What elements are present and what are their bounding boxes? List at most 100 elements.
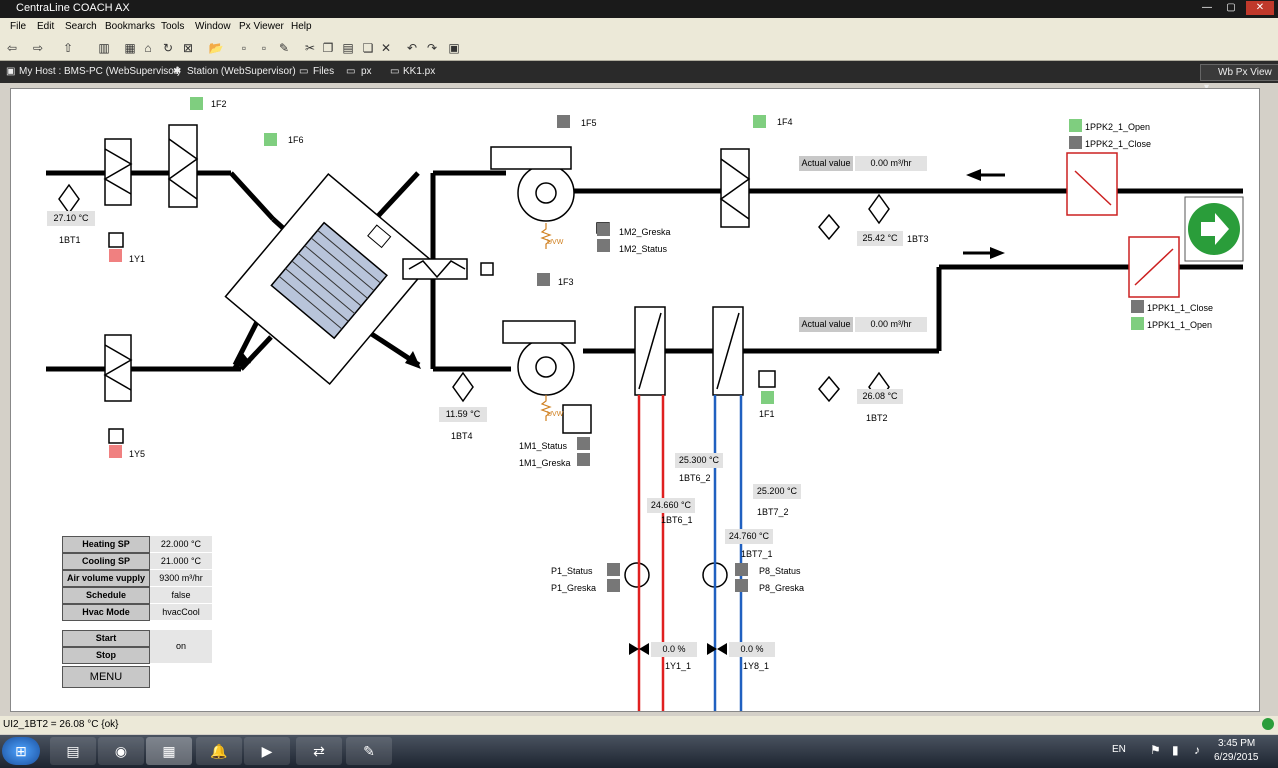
edit-icon[interactable]: ✎ xyxy=(278,41,290,55)
value-1bt2[interactable]: 26.08 °C xyxy=(857,389,903,404)
refresh-icon[interactable]: ↻ xyxy=(162,41,174,55)
value-1bt1[interactable]: 27.10 °C xyxy=(47,211,95,226)
value-valve-1y1[interactable]: 0.0 % xyxy=(651,642,697,657)
flag-icon[interactable]: ⚑ xyxy=(1150,743,1161,757)
nav-station[interactable]: Station (WebSupervisor) xyxy=(187,66,296,77)
delete-icon[interactable]: ✕ xyxy=(380,41,392,55)
label-1bt6-2: 1BT6_2 xyxy=(679,473,711,483)
label-ppk2-close: 1PPK2_1_Close xyxy=(1085,139,1152,149)
hvac-mode-value[interactable]: hvacCool xyxy=(150,604,212,620)
heating-sp-label: Heating SP xyxy=(62,536,150,553)
label-1bt1: 1BT1 xyxy=(59,235,81,245)
status-1m2-status xyxy=(597,239,610,252)
label-1f6: 1F6 xyxy=(288,135,304,145)
menu-tools[interactable]: Tools xyxy=(161,21,185,32)
actuator-1y1 xyxy=(108,232,124,248)
title-bar: CentraLine COACH AX — ▢ ✕ xyxy=(0,0,1278,18)
label-1y8-1: 1Y8_1 xyxy=(743,661,770,671)
forward-icon[interactable]: ⇨ xyxy=(32,41,44,55)
menu-window[interactable]: Window xyxy=(195,21,231,32)
clock-date[interactable]: 6/29/2015 xyxy=(1214,752,1259,763)
save-all-icon[interactable]: ▫ xyxy=(261,41,267,55)
status-ppk1-open xyxy=(1131,317,1144,330)
stop-button[interactable]: Stop xyxy=(62,647,150,664)
save-icon[interactable]: ▫ xyxy=(241,41,247,55)
sidebar-icon[interactable]: ▥ xyxy=(98,41,110,55)
undo-icon[interactable]: ↶ xyxy=(406,41,418,55)
label-1f4: 1F4 xyxy=(777,117,793,127)
value-1bt6-1[interactable]: 24.660 °C xyxy=(647,498,695,513)
label-1y5: 1Y5 xyxy=(129,449,146,459)
coach-app-icon[interactable]: ▦ xyxy=(146,737,192,765)
paste-icon[interactable]: ▤ xyxy=(342,41,354,55)
chrome-icon[interactable]: ◉ xyxy=(98,737,144,765)
temp-sensor-1bt1 xyxy=(58,183,80,215)
menu-file[interactable]: File xyxy=(10,21,27,32)
view-selector[interactable]: Wb Px View ▾ xyxy=(1200,64,1278,93)
redo-icon[interactable]: ↷ xyxy=(426,41,438,55)
clock-time[interactable]: 3:45 PM xyxy=(1218,738,1256,749)
menu-px-viewer[interactable]: Px Viewer xyxy=(239,21,284,32)
home-icon[interactable]: ⌂ xyxy=(144,41,152,55)
value-1bt7-1[interactable]: 24.760 °C xyxy=(725,529,773,544)
copy-icon[interactable]: ❐ xyxy=(322,41,334,55)
label-uvw-bottom: UVW xyxy=(547,411,564,418)
flow-arrow-icon xyxy=(405,351,421,369)
actual-value-bottom[interactable]: 0.00 m³/hr xyxy=(855,317,927,332)
nav-file[interactable]: KK1.px xyxy=(403,66,436,77)
value-1bt7-2[interactable]: 25.200 °C xyxy=(753,484,801,499)
teamviewer-icon[interactable]: ⇄ xyxy=(296,737,342,765)
media-player-icon[interactable]: ▶ xyxy=(244,737,290,765)
value-1bt4[interactable]: 11.59 °C xyxy=(439,407,487,422)
cut-icon[interactable]: ✂ xyxy=(304,41,316,55)
up-icon[interactable]: ⇧ xyxy=(62,41,74,55)
label-1bt2: 1BT2 xyxy=(866,413,888,423)
menu-button[interactable]: MENU xyxy=(62,666,150,688)
value-valve-1y8[interactable]: 0.0 % xyxy=(729,642,775,657)
schedule-value[interactable]: false xyxy=(150,587,212,603)
value-1bt3[interactable]: 25.42 °C xyxy=(857,231,903,246)
nav-host[interactable]: My Host : BMS-PC (WebSupervisor) xyxy=(19,66,181,77)
network-icon[interactable]: ▮ xyxy=(1172,743,1179,757)
nav-files[interactable]: Files xyxy=(313,66,335,77)
console-icon[interactable]: ▦ xyxy=(124,41,136,55)
heating-sp-value[interactable]: 22.000 °C xyxy=(150,536,212,552)
value-1bt6-2[interactable]: 25.300 °C xyxy=(675,453,723,468)
label-ppk2-open: 1PPK2_1_Open xyxy=(1085,122,1151,132)
properties-icon[interactable]: ▣ xyxy=(448,41,460,55)
menu-search[interactable]: Search xyxy=(65,21,97,32)
pump-p1 xyxy=(624,562,650,588)
bypass-damper xyxy=(402,258,468,280)
menu-help[interactable]: Help xyxy=(291,21,312,32)
close-button[interactable]: ✕ xyxy=(1246,1,1274,15)
actual-value-top[interactable]: 0.00 m³/hr xyxy=(855,156,927,171)
open-icon[interactable]: 📂 xyxy=(208,41,224,55)
duplicate-icon[interactable]: ❏ xyxy=(362,41,374,55)
label-1bt3: 1BT3 xyxy=(907,234,929,244)
language-indicator[interactable]: EN xyxy=(1112,744,1126,755)
air-volume-value[interactable]: 9300 m³/hr xyxy=(150,570,212,586)
label-p8-status: P8_Status xyxy=(759,566,801,576)
menu-bookmarks[interactable]: Bookmarks xyxy=(105,21,156,32)
close-view-icon[interactable]: ⊠ xyxy=(182,41,194,55)
menu-edit[interactable]: Edit xyxy=(37,21,55,32)
view-selector-label: Wb Px View xyxy=(1218,67,1272,78)
minimize-button[interactable]: — xyxy=(1202,2,1212,13)
temp-sensor-1bt3 xyxy=(868,193,890,225)
volume-icon[interactable]: ♪ xyxy=(1194,743,1200,757)
status-1f6 xyxy=(264,133,277,146)
start-menu-icon[interactable]: ⊞ xyxy=(2,737,40,765)
hvac-mode-label: Hvac Mode xyxy=(62,604,150,621)
back-icon[interactable]: ⇦ xyxy=(6,41,18,55)
label-1bt7-1: 1BT7_1 xyxy=(741,549,773,559)
nav-px[interactable]: px xyxy=(361,66,372,77)
notification-app-icon[interactable]: 🔔 xyxy=(196,737,242,765)
heating-coil xyxy=(634,306,666,396)
status-bar: UI2_1BT2 = 26.08 °C {ok} xyxy=(0,716,1278,734)
outdoor-air-duct-bend xyxy=(229,171,275,221)
explorer-icon[interactable]: ▤ xyxy=(50,737,96,765)
paint-icon[interactable]: ✎ xyxy=(346,737,392,765)
start-button[interactable]: Start xyxy=(62,630,150,647)
maximize-button[interactable]: ▢ xyxy=(1226,2,1236,13)
cooling-sp-value[interactable]: 21.000 °C xyxy=(150,553,212,569)
